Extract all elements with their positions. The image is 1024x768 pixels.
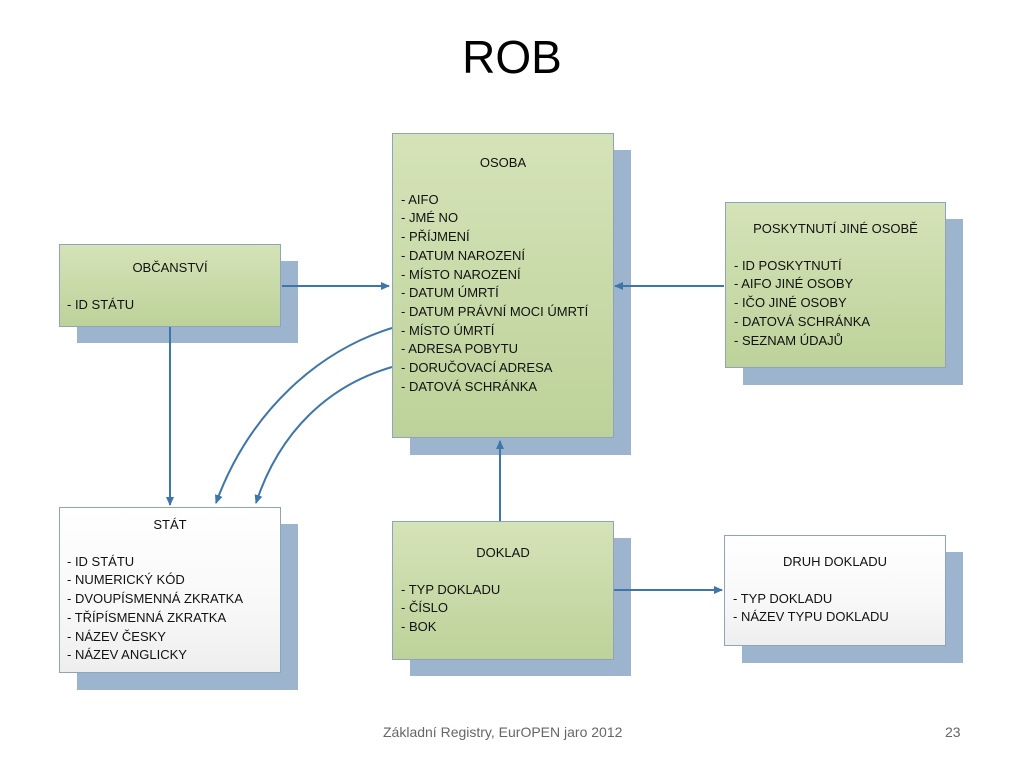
entity-title: OSOBA (479, 155, 527, 170)
entity-druh-dokladu: DRUH DOKLADU - TYP DOKLADU - NÁZEV TYPU D… (724, 535, 946, 646)
entity-field: - TYP DOKLADU (733, 590, 833, 606)
entity-field-list: - ID POSKYTNUTÍ - AIFO JINÉ OSOBY - IČO JI… (734, 257, 945, 351)
entity-field: - SEZNAM ÚDAJŮ (734, 332, 844, 348)
entity-field: - DORUČOVACÍ ADRESA (401, 360, 553, 376)
entity-field: - MÍSTO NAROZENÍ (401, 266, 521, 282)
footer-text: Základní Registry, EurOPEN jaro 2012 (383, 724, 623, 740)
entity-field: - IČO JINÉ OSOBY (734, 295, 847, 311)
entity-obcanstvi: OBČANSTVÍ - ID STÁTU (59, 244, 281, 327)
entity-field-list: - AIFO - JMÉ NO - PŘÍJMENÍ - DATUM NAROZENÍ… (401, 191, 613, 397)
entity-field: - ID STÁTU (67, 553, 135, 569)
entity-field: - AIFO JINÉ OSOBY (734, 276, 854, 292)
entity-poskytnuti-jine-osobe: POSKYTNUTÍ JINÉ OSOBĚ - ID POSKYTNUTÍ - A… (725, 202, 946, 368)
entity-field: - ČÍSLO (401, 600, 448, 616)
entity-doklad: DOKLAD - TYP DOKLADU - ČÍSLO - BOK (392, 521, 614, 660)
entity-field: - TYP DOKLADU (401, 581, 501, 597)
entity-field: - BOK (401, 619, 437, 635)
arrow-osoba-narozeni-to-stat (214, 327, 393, 504)
entity-title: STÁT (153, 517, 187, 532)
entity-field: - NÁZEV ČESKY (67, 628, 166, 644)
entity-field: - DATUM PRÁVNÍ MOCI ÚMRTÍ (401, 303, 589, 319)
entity-field: - NUMERICKÝ KÓD (67, 572, 185, 588)
entity-field: - PŘÍJMENÍ (401, 229, 470, 245)
arrow-osoba-umrti-to-stat (254, 366, 393, 504)
entity-field-list: - ID STÁTU - NUMERICKÝ KÓD - DVOUPÍSMENNÁ … (67, 553, 280, 665)
slide-title: ROB (462, 31, 562, 83)
entity-field: - MÍSTO ÚMRTÍ (401, 322, 495, 338)
entity-field: - DATUM ÚMRTÍ (401, 285, 499, 301)
entity-field: - JMÉ NO (401, 210, 459, 226)
entity-field: - NÁZEV ANGLICKY (67, 647, 187, 663)
entity-field: - DATOVÁ SCHRÁNKA (734, 313, 871, 329)
page-number: 23 (945, 724, 961, 740)
entity-field: - TŘÍPÍSMENNÁ ZKRATKA (67, 609, 227, 625)
entity-title: POSKYTNUTÍ JINÉ OSOBĚ (753, 221, 918, 236)
entity-field: - ID STÁTU (67, 296, 135, 312)
entity-field-list: - TYP DOKLADU - NÁZEV TYPU DOKLADU (733, 590, 945, 627)
entity-title: OBČANSTVÍ (132, 260, 208, 275)
entity-title: DRUH DOKLADU (782, 554, 887, 569)
entity-stat: STÁT - ID STÁTU - NUMERICKÝ KÓD - DVOUPÍSM… (59, 507, 281, 673)
entity-field: - DATUM NAROZENÍ (401, 247, 525, 263)
entity-osoba: OSOBA - AIFO - JMÉ NO - PŘÍJMENÍ - DATUM NA… (392, 133, 614, 438)
entity-field: - DVOUPÍSMENNÁ ZKRATKA (67, 591, 244, 607)
entity-field: - NÁZEV TYPU DOKLADU (733, 609, 889, 625)
entity-title: DOKLAD (476, 545, 530, 560)
entity-field: - DATOVÁ SCHRÁNKA (401, 378, 538, 394)
entity-field: - AIFO (401, 191, 439, 207)
entity-field-list: - ID STÁTU (67, 296, 280, 315)
entity-field: - ADRESA POBYTU (401, 341, 519, 357)
entity-field-list: - TYP DOKLADU - ČÍSLO - BOK (401, 581, 613, 637)
entity-field: - ID POSKYTNUTÍ (734, 257, 842, 273)
